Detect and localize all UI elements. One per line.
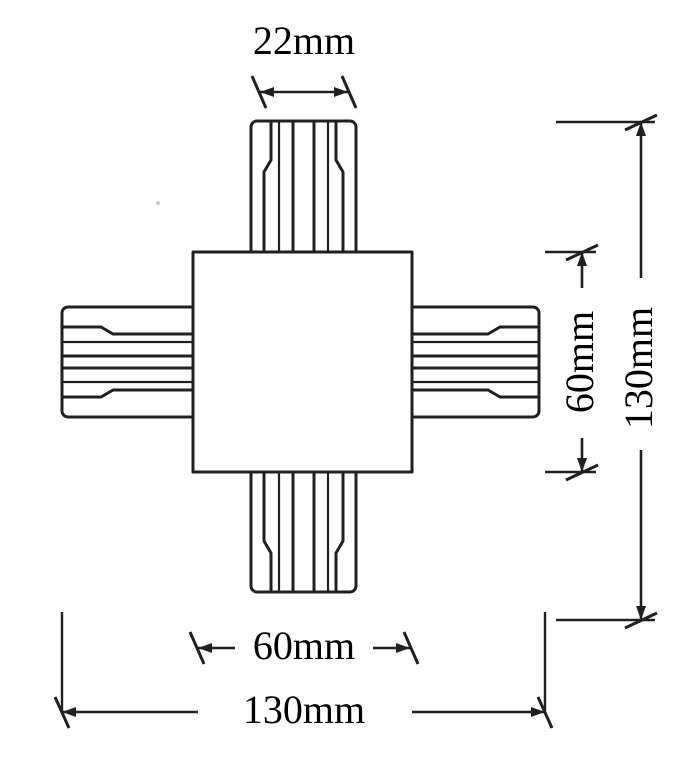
dim-22mm-label: 22mm	[253, 18, 355, 63]
dim-60mm-h-arrow-right	[396, 643, 410, 653]
dim-22mm-tick-left	[250, 75, 268, 109]
dim-60mm-h-arrow-left	[198, 643, 212, 653]
arm-bottom-inner-right-a	[334, 470, 345, 594]
arm-top-inner-right-a	[334, 119, 345, 254]
dim-130mm-h-label: 130mm	[243, 687, 365, 732]
arm-top	[249, 119, 358, 254]
arm-bottom-inner-left-a	[262, 470, 273, 594]
dim-60mm-v-arrow-bottom	[577, 458, 587, 472]
dim-22mm-arrow-left	[260, 87, 274, 97]
dim-130mm-h-tick-right	[536, 696, 554, 729]
arm-top-outline	[249, 119, 358, 254]
dim-60mm-v-arrow-top	[577, 252, 587, 266]
part-geometry	[60, 119, 541, 594]
dim-130mm-h-arrow-right	[531, 707, 545, 717]
dim-130mm-v-arrow-top	[636, 122, 646, 136]
dimension-130mm-vertical: 130mm	[556, 113, 661, 630]
dim-60mm-v-label: 60mm	[557, 311, 602, 413]
scan-artifact-speck	[156, 201, 160, 205]
dim-130mm-v-label: 130mm	[616, 307, 661, 429]
arm-left-inner-bottom-a	[60, 388, 195, 399]
dim-60mm-h-tick-right	[402, 631, 420, 665]
dimension-22mm: 22mm	[250, 18, 358, 109]
arm-top-inner-left-a	[262, 119, 273, 254]
arm-left	[60, 305, 195, 419]
arm-bottom-outline	[249, 470, 358, 594]
arm-right-inner-top-a	[410, 325, 541, 336]
dimension-130mm-horizontal: 130mm	[53, 612, 554, 732]
dim-60mm-v-tick-bottom	[565, 463, 599, 482]
dim-130mm-v-tick-bottom	[624, 611, 658, 630]
arm-right-outline	[410, 305, 541, 419]
dim-60mm-h-label: 60mm	[253, 623, 355, 668]
central-square-body	[191, 250, 414, 474]
dimension-60mm-vertical: 60mm	[545, 243, 602, 482]
dim-22mm-arrow-right	[334, 87, 348, 97]
arm-left-outline	[60, 305, 195, 419]
arm-right-inner-bottom-a	[410, 388, 541, 399]
arm-left-inner-top-a	[60, 325, 195, 336]
dim-130mm-h-tick-left	[53, 696, 71, 729]
dim-22mm-tick-right	[340, 75, 358, 109]
arm-bottom	[249, 470, 358, 594]
arm-right	[410, 305, 541, 419]
dim-130mm-v-arrow-bottom	[636, 606, 646, 620]
dimension-60mm-horizontal: 60mm	[188, 623, 420, 668]
dim-60mm-h-tick-left	[188, 631, 206, 665]
dim-130mm-h-arrow-left	[62, 707, 76, 717]
